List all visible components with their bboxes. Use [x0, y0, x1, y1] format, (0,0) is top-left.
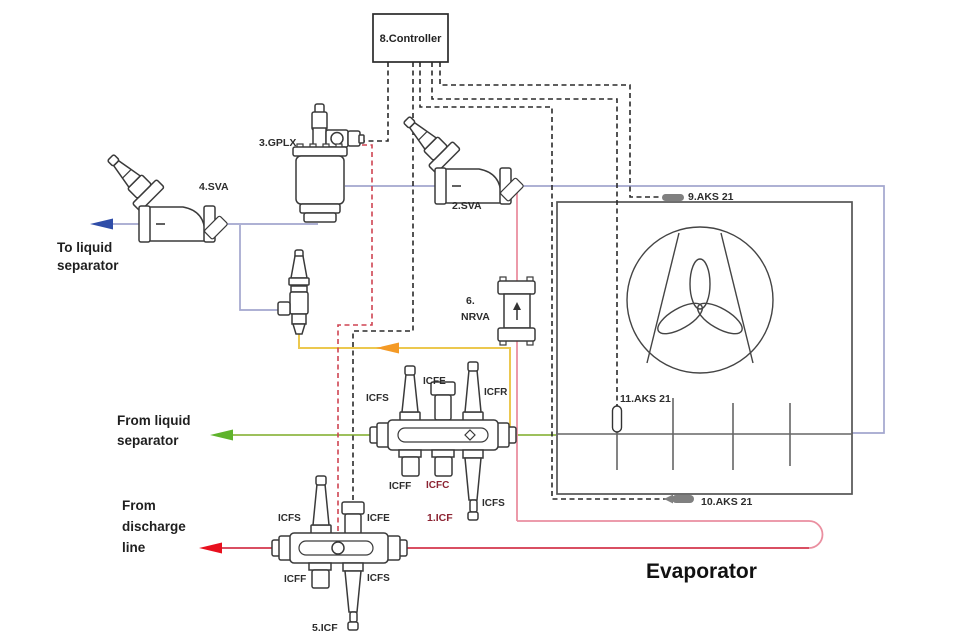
evaporator-coil	[556, 398, 852, 470]
wire-to-aks21-11	[431, 62, 618, 406]
valve-station-icf1: ICFS ICFE ICFR ICFF ICFC ICFS 1.ICF	[366, 361, 517, 524]
evaporator-label: Evaporator	[646, 560, 757, 583]
pilot-pipe-path	[298, 331, 511, 434]
icf5-port-icfs2-label: ICFS	[367, 573, 390, 584]
from-discharge-line-label: From discharge line	[122, 498, 186, 555]
wire-to-aks21-10	[419, 62, 668, 500]
valve-nrva: 6. NRVA	[461, 276, 536, 346]
to-liquid-separator-label: To liquid separator	[57, 240, 119, 273]
valve-2sva-label: 2.SVA	[452, 200, 482, 212]
controller-box	[372, 13, 449, 63]
icf5-port-icff-label: ICFF	[284, 574, 306, 585]
valve-nrva-label: NRVA	[461, 311, 490, 323]
aks21-10-sensor-icon	[672, 495, 694, 503]
valve-station-icf5: ICFS ICFE ICFF ICFS 5.ICF	[271, 475, 408, 634]
icf1-port-icfr-label: ICFR	[484, 387, 508, 398]
sensor-11-label: 11.AKS 21	[620, 393, 671, 405]
sensor-10-label: 10.AKS 21	[701, 496, 753, 508]
icf1-name-label: 1.ICF	[427, 512, 453, 524]
wire-to-icf5-icfe	[352, 62, 414, 504]
icf1-port-icfs-label: ICFS	[366, 393, 389, 404]
svg-text:From: From	[122, 498, 156, 513]
hot-gas-return-pipe-path	[516, 187, 824, 549]
fan-icon	[626, 226, 774, 374]
svg-text:From liquid: From liquid	[117, 413, 191, 428]
icf5-port-icfs-label: ICFS	[278, 513, 301, 524]
wire-to-gplx	[362, 62, 389, 142]
svg-text:To liquid: To liquid	[57, 240, 112, 255]
valve-gplx-label: 3.GPLX	[259, 137, 296, 149]
icf1-port-icfs2-label: ICFS	[482, 498, 505, 509]
to-separator-arrow-icon	[90, 218, 113, 230]
from-separator-arrow-icon	[210, 429, 233, 441]
aks21-11-sensor-icon	[611, 405, 623, 433]
icf1-port-icff-label: ICFF	[389, 481, 411, 492]
sensor-9-label: 9.AKS 21	[688, 191, 734, 203]
svg-text:separator: separator	[57, 258, 119, 273]
pipe-suction-line	[90, 185, 885, 434]
svg-text:separator: separator	[117, 433, 179, 448]
evaporator-box	[556, 201, 853, 495]
svg-text:line: line	[122, 540, 146, 555]
pilot-valve	[277, 249, 310, 335]
valve-nrva-number: 6.	[466, 295, 475, 307]
valve-4sva-label: 4.SVA	[199, 181, 229, 193]
controller-label: 8.Controller	[380, 33, 442, 45]
controller-unit: 8.Controller	[372, 13, 449, 63]
sensors	[611, 194, 694, 504]
svg-text:discharge: discharge	[122, 519, 186, 534]
icf1-port-icfe-label: ICFE	[423, 376, 446, 387]
valve-gplx: 3.GPLX	[259, 103, 365, 223]
pipe-hot-gas-pilot-line	[298, 331, 511, 434]
icf5-name-label: 5.ICF	[312, 622, 338, 634]
icf1-port-icfc-label: ICFC	[426, 480, 449, 491]
controller-wiring	[352, 62, 668, 504]
from-liquid-separator-label: From liquid separator	[117, 413, 191, 448]
aks21-9-sensor-icon	[662, 194, 684, 201]
evaporator-unit	[556, 201, 853, 495]
suction-pipe-path	[112, 185, 885, 434]
wire-to-aks21-9	[439, 62, 662, 198]
from-discharge-arrow-icon	[199, 542, 222, 554]
aks21-10-arrow-icon	[664, 494, 673, 504]
pilot-flow-arrow-icon	[376, 342, 399, 354]
pilot-pressure-line	[337, 144, 373, 541]
flow-direction-arrow-icon	[513, 302, 521, 320]
valve-2sva: 2.SVA	[393, 106, 525, 212]
icf5-port-icfe-label: ICFE	[367, 513, 390, 524]
valve-4sva: 4.SVA	[97, 144, 229, 243]
